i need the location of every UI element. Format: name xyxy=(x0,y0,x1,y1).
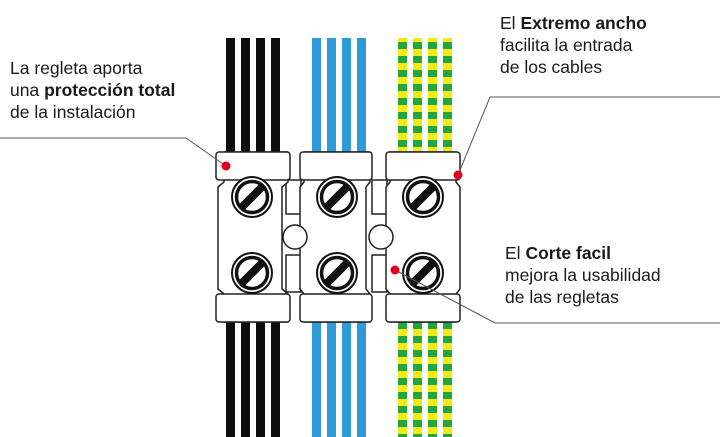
block-web xyxy=(285,179,302,215)
callout-wide-end: El Extremo ancho facilita la entrada de … xyxy=(500,12,647,78)
callout-emphasis: Extremo ancho xyxy=(520,13,647,33)
callout-line: facilita la entrada xyxy=(500,35,633,55)
screw-head-icon xyxy=(231,252,273,294)
screw-head-icon xyxy=(402,176,444,218)
callout-text: El xyxy=(505,243,526,263)
block-web xyxy=(285,254,302,293)
callout-line: mejora la usabilidad xyxy=(505,265,661,285)
wide-end-bottom xyxy=(299,293,373,323)
wide-end-top xyxy=(385,151,461,181)
easy-cut-link xyxy=(282,224,308,250)
callout-emphasis: Corte facil xyxy=(525,243,612,263)
wide-end-top xyxy=(299,151,373,181)
callout-line: La regleta aporta xyxy=(10,58,143,78)
callout-easy-cut: El Corte facil mejora la usabilidad de l… xyxy=(505,242,661,308)
callout-emphasis: protección total xyxy=(44,80,176,100)
callout-line: de las regletas xyxy=(505,287,619,307)
red-markers xyxy=(221,161,463,275)
red-marker-dot xyxy=(221,161,231,171)
red-marker-dot xyxy=(453,170,463,180)
callout-line: El Extremo ancho xyxy=(500,12,647,34)
wide-end-bottom xyxy=(215,293,291,323)
callout-line: una protección total xyxy=(10,79,175,101)
leader-line-top xyxy=(457,96,720,176)
easy-cut-link xyxy=(368,224,394,250)
callout-line: de los cables xyxy=(500,57,603,77)
block-web xyxy=(371,179,388,215)
callout-protection: La regleta aporta una protección total d… xyxy=(10,57,175,123)
callout-line: de la instalación xyxy=(10,102,136,122)
leader-line-right xyxy=(394,269,720,324)
screw-head-icon xyxy=(231,176,273,218)
screw-head-icon xyxy=(402,252,444,294)
red-marker-dot xyxy=(390,265,400,275)
callout-text: El xyxy=(500,13,521,33)
block-web xyxy=(371,254,388,293)
callout-text: una xyxy=(10,80,45,100)
screw-heads xyxy=(231,176,444,294)
leader-lines xyxy=(0,96,720,324)
leader-line-left xyxy=(0,137,227,167)
screw-head-icon xyxy=(316,252,358,294)
screw-head-icon xyxy=(316,176,358,218)
callout-line: El Corte facil xyxy=(505,242,661,264)
